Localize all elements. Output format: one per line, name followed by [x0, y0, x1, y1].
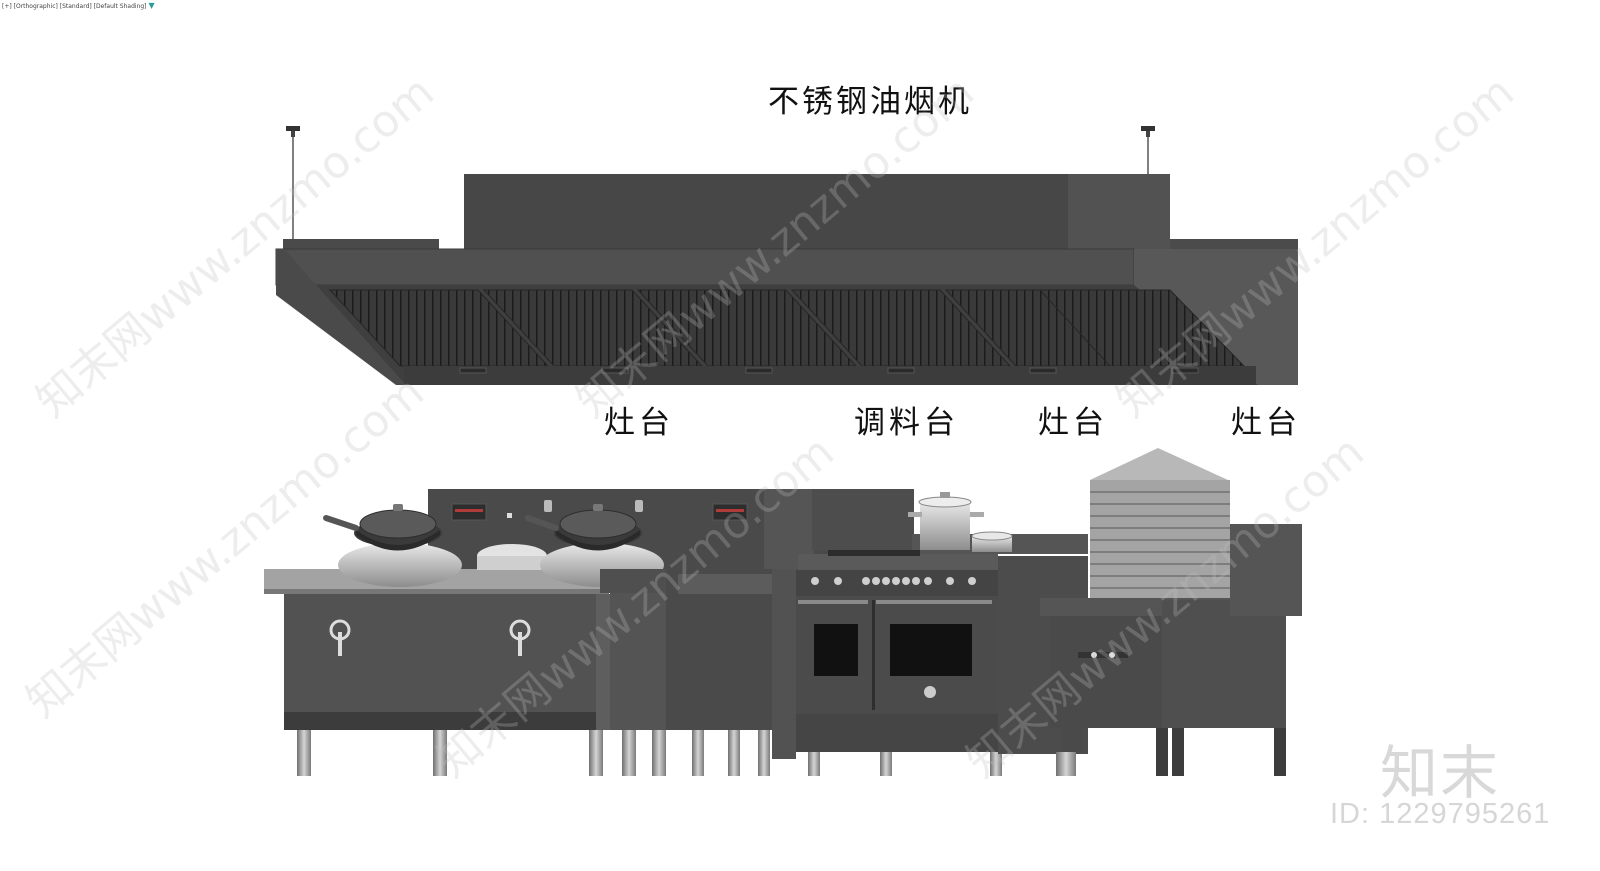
label-stove-2: 灶台 [1038, 405, 1108, 441]
hood-title: 不锈钢油烟机 [768, 84, 972, 120]
range-hood [275, 126, 1298, 385]
hood-duct [464, 174, 1170, 250]
hanger-rod-left [286, 126, 300, 240]
label-stove-1: 灶台 [604, 405, 674, 441]
label-stove-3: 灶台 [1231, 405, 1301, 441]
funnel-icon[interactable]: ▼ [148, 1, 155, 10]
viewport-label[interactable]: [+] [Orthographic] [Standard] [Default S… [2, 1, 155, 10]
viewport-label-text[interactable]: [+] [Orthographic] [Standard] [Default S… [2, 3, 147, 10]
label-seasoning-table: 调料台 [854, 405, 959, 441]
filter-panels [328, 289, 1246, 367]
side-counter [998, 448, 1302, 776]
image-id-watermark: ID: 1229795261 [1330, 798, 1551, 830]
seasoning-range-oven [796, 489, 1088, 776]
brand-watermark: 知末 [1380, 739, 1501, 807]
stove-unit-middle [600, 569, 800, 776]
